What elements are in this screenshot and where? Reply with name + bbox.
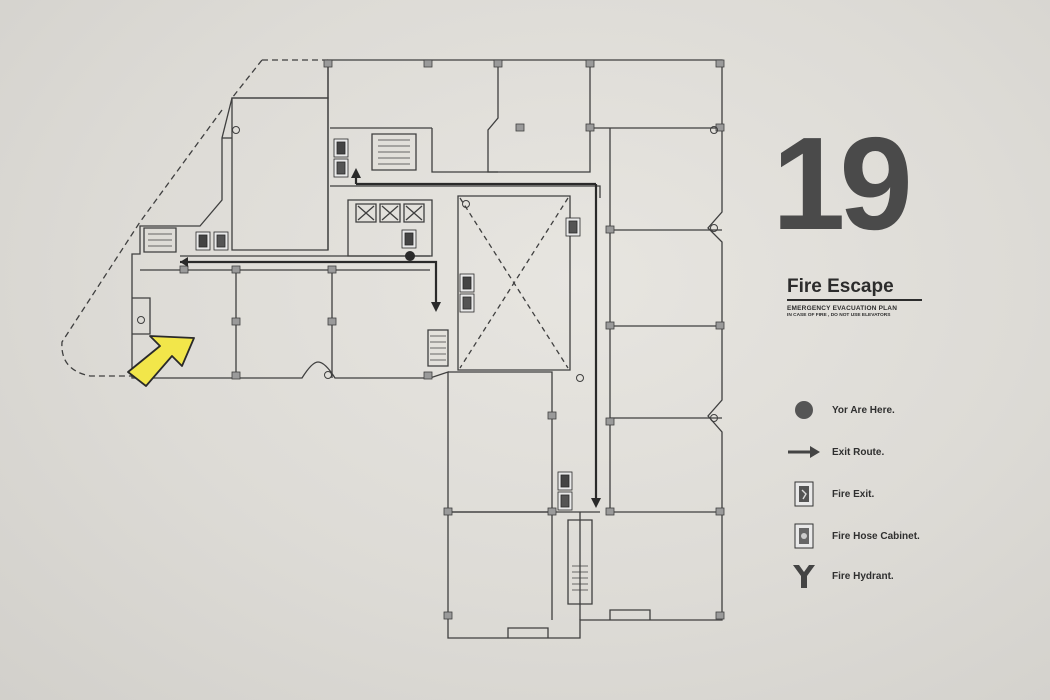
stair-treads [148,233,172,247]
title-block: Fire Escape EMERGENCY EVACUATION PLAN IN… [787,276,922,318]
floor-number: 19 [772,110,913,257]
building-outline [131,59,723,639]
you-are-here-arrow-icon [127,335,195,387]
stair [427,329,449,367]
exit-route [180,182,598,502]
room [327,60,591,250]
terrace-outline [61,59,328,377]
atrium-void [459,197,569,369]
wall [431,128,498,173]
fire-exit-icon [786,480,822,508]
plan-subtitle: EMERGENCY EVACUATION PLAN [787,305,898,312]
fire-exit-icon [333,138,349,158]
fire-hydrant-icon [786,562,822,590]
fire-equipment-symbols [195,138,581,511]
fire-hose-cabinet-icon [459,293,475,313]
stair [371,133,417,171]
stair-treads [572,565,588,591]
plan-title: Fire Escape [787,276,922,301]
you-are-here-dot-icon [786,396,822,424]
legend-item-fire-exit: Fire Exit. [786,480,874,508]
fire-hydrant-markers [137,126,718,422]
legend-label: Fire Hose Cabinet. [832,530,920,542]
legend-item-exit-route: Exit Route. [786,438,884,466]
stair [143,227,177,253]
fire-hose-cabinet-icon [557,491,573,511]
cabinet [132,297,151,335]
stair-treads [378,139,410,165]
fire-hose-cabinet-icon [565,217,581,237]
stair-treads [430,335,446,361]
legend-label: Yor Are Here. [832,404,895,416]
legend-item-fire-hydrant: Fire Hydrant. [786,562,894,590]
room-partitions [610,229,722,513]
legend-label: Fire Exit. [832,488,875,500]
exit-route-arrowheads [180,168,601,508]
elevator [403,203,425,223]
fire-hose-cabinet-icon [786,522,822,550]
fire-exit-icon [557,471,573,491]
corridor-wall [330,185,601,198]
fire-hose-cabinet-icon [333,158,349,178]
elevator [379,203,401,223]
wall [507,609,651,638]
room [231,97,329,251]
legend-item-fire-hose-cabinet: Fire Hose Cabinet. [786,522,920,550]
elevator-lobby [347,199,433,257]
elevator [355,203,377,223]
fire-exit-icon [401,229,417,249]
stair-core [567,519,593,605]
fire-exit-icon [195,231,211,251]
elevator-warning: IN CASE OF FIRE , DO NOT USE ELEVATORS [787,313,891,318]
exit-route-arrow-icon [786,438,822,466]
fire-hose-cabinet-icon [213,231,229,251]
atrium [457,195,571,371]
fire-exit-icon [459,273,475,293]
you-are-here-dot [405,251,415,261]
legend-label: Exit Route. [832,446,885,458]
legend-item-you-are-here: Yor Are Here. [786,396,895,424]
room [448,371,553,513]
legend-label: Fire Hydrant. [832,570,894,582]
columns [179,59,725,620]
